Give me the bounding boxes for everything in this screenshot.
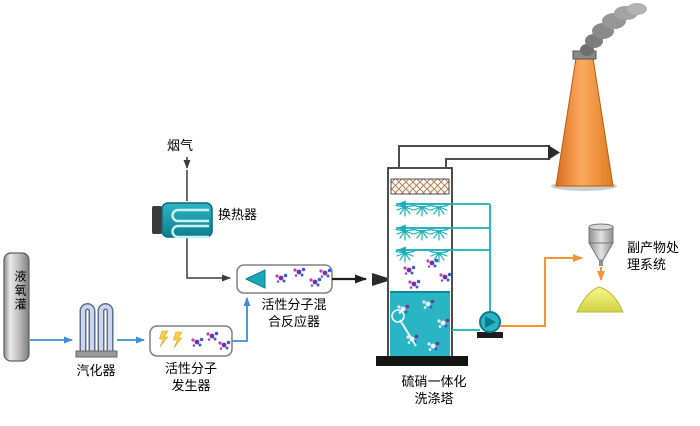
- reactor-label-line1: 活性分子混: [261, 297, 327, 312]
- outlet-duct: [398, 145, 550, 168]
- byproduct-line: [500, 254, 605, 327]
- generator-label-line1: 活性分子: [164, 361, 217, 376]
- oxygen-pipe-blue: [30, 297, 251, 344]
- tower-base: [376, 356, 468, 366]
- scrubbing-tower-icon: [376, 167, 468, 366]
- liquid-oxygen-tank-icon: [3, 252, 30, 362]
- vaporizer-icon: [75, 303, 118, 358]
- lightning-icon: [159, 330, 169, 348]
- heat-exchanger-icon: [152, 202, 213, 239]
- tank-label: 液氧灌: [13, 270, 27, 312]
- recirculation-pipes: [397, 200, 491, 331]
- reactor-to-tower-line: [332, 273, 388, 286]
- tower-liquid: [390, 292, 450, 356]
- reactor-label-line2: 合反应器: [267, 314, 320, 329]
- vaporizer-label: 汽化器: [76, 363, 116, 378]
- flue-gas-label: 烟气: [166, 138, 193, 153]
- mixing-reactor-icon: [236, 264, 333, 294]
- tower-label-line1: 硫硝一体化: [401, 374, 467, 389]
- generator-icon: [149, 325, 233, 357]
- smoke-icon: [580, 3, 647, 56]
- tower-label: 硫硝一体化 洗涤塔: [386, 373, 482, 407]
- byproduct-label-line1: 副产物处: [627, 240, 680, 255]
- generator-label-line2: 发生器: [171, 378, 211, 393]
- pump-icon: [477, 311, 503, 338]
- chimney-icon: [551, 50, 617, 191]
- generator-label: 活性分子 发生器: [148, 360, 234, 394]
- byproduct-hopper-icon: [588, 223, 614, 266]
- byproduct-pile-icon: [576, 286, 624, 313]
- byproduct-label-line2: 理系统: [627, 257, 667, 272]
- lightning-icon: [173, 331, 183, 349]
- heat-exchanger-label: 换热器: [218, 207, 258, 222]
- nozzle-icon: [244, 269, 266, 289]
- air-lance-head: [391, 309, 405, 323]
- air-lance-icon: [399, 319, 417, 347]
- flue-gas-line: [183, 157, 231, 282]
- reactor-label: 活性分子混 合反应器: [242, 296, 346, 330]
- byproduct-label: 副产物处 理系统: [627, 239, 699, 273]
- tower-label-line2: 洗涤塔: [414, 391, 454, 406]
- duct-arrow: [548, 145, 560, 160]
- demister-band: [390, 178, 450, 195]
